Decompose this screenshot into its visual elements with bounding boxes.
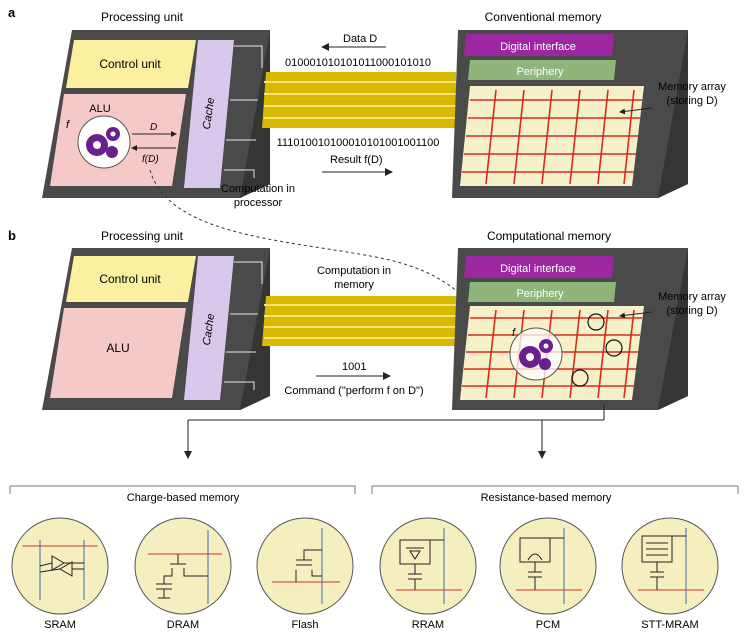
device-sram-label: SRAM xyxy=(44,619,76,631)
function-f-label-b: f xyxy=(512,327,516,339)
processing-unit-chip: Control unit ALU f Cache D f(D) xyxy=(42,30,270,198)
device-flash-label: Flash xyxy=(292,619,319,631)
highlighted-cell-3 xyxy=(571,369,589,387)
periphery-block-b xyxy=(468,282,616,302)
processing-unit-title-b: Processing unit xyxy=(101,229,184,243)
cache-block-b xyxy=(184,256,234,400)
computation-processor-line2: processor xyxy=(234,197,283,209)
processing-unit-title: Processing unit xyxy=(101,10,184,24)
sram-circuit-icon xyxy=(22,540,98,600)
memory-title-b: Computational memory xyxy=(487,229,611,243)
command-bits: 1001 xyxy=(342,361,366,373)
rram-circuit-icon xyxy=(396,528,462,604)
alu-label-b: ALU xyxy=(106,341,129,355)
memory-array-label-line2: (storing D) xyxy=(666,95,717,107)
control-unit-block xyxy=(66,40,196,88)
device-stt-mram-label: STT-MRAM xyxy=(641,619,698,631)
device-rram: RRAM xyxy=(379,517,477,631)
command-label: Command ("perform f on D") xyxy=(284,385,423,397)
device-stt-mram: STT-MRAM xyxy=(621,517,719,631)
digital-interface-block-b xyxy=(464,256,614,278)
panel-b: b Processing unit Computational memory C… xyxy=(8,228,726,410)
cache-label: Cache xyxy=(201,97,217,130)
memory-array-grid xyxy=(462,89,642,185)
control-unit-label: Control unit xyxy=(99,57,161,71)
result-label: Result f(D) xyxy=(330,154,383,166)
result-bits: 111010010100010101001001100 xyxy=(277,137,440,149)
function-f-label: f xyxy=(66,119,70,131)
highlighted-cell-2 xyxy=(605,339,623,357)
data-bus xyxy=(262,72,456,128)
gears-icon-b xyxy=(519,339,553,370)
resistance-based-bracket: Resistance-based memory xyxy=(371,485,739,504)
pcm-circuit-icon xyxy=(516,528,582,604)
panel-a: a Processing unit Conventional memory Co… xyxy=(8,5,726,209)
processing-unit-chip-b: Control unit ALU Cache xyxy=(42,248,270,410)
data-bits: 010001010101011000101010 xyxy=(285,57,431,69)
device-pcm: PCM xyxy=(499,517,597,631)
memory-chip: Digital interface Periphery xyxy=(452,30,688,198)
device-dram: DRAM xyxy=(134,517,232,631)
alu-block-b xyxy=(50,308,186,398)
category-connectors xyxy=(184,404,605,459)
digital-interface-label-b: Digital interface xyxy=(500,263,576,275)
control-unit-block-b xyxy=(66,256,196,302)
charge-based-label: Charge-based memory xyxy=(127,492,240,504)
cache-block xyxy=(184,40,234,188)
computation-memory-line1: Computation in xyxy=(317,265,391,277)
alu-label: ALU xyxy=(89,103,110,115)
panel-a-letter: a xyxy=(8,5,16,20)
dram-circuit-icon xyxy=(148,530,222,604)
control-unit-label-b: Control unit xyxy=(99,272,161,286)
computational-memory-chip: Digital interface Periphery f xyxy=(452,248,688,410)
memory-title: Conventional memory xyxy=(485,10,602,24)
cache-label-b: Cache xyxy=(201,313,217,346)
data-bus-b xyxy=(262,296,456,346)
memory-array-label-b-line2: (storing D) xyxy=(666,305,717,317)
periphery-block xyxy=(468,60,616,80)
memory-array-label-b-line1: Memory array xyxy=(658,291,726,303)
flash-circuit-icon xyxy=(272,528,340,604)
gears-icon xyxy=(86,127,120,158)
highlighted-cell-1 xyxy=(587,313,605,331)
periphery-label: Periphery xyxy=(516,66,564,78)
computation-processor-line1: Computation in xyxy=(221,183,295,195)
resistance-based-label: Resistance-based memory xyxy=(481,492,612,504)
digital-interface-label: Digital interface xyxy=(500,41,576,53)
device-sram: SRAM xyxy=(11,517,109,631)
device-flash: Flash xyxy=(256,517,354,631)
panel-b-letter: b xyxy=(8,228,16,243)
data-label: Data D xyxy=(343,33,377,45)
charge-based-bracket: Charge-based memory xyxy=(9,485,356,504)
memory-array-label-line1: Memory array xyxy=(658,81,726,93)
device-dram-label: DRAM xyxy=(167,619,199,631)
fd-label: f(D) xyxy=(142,154,159,165)
device-rram-label: RRAM xyxy=(412,619,444,631)
digital-interface-block xyxy=(464,34,614,56)
device-pcm-label: PCM xyxy=(536,619,560,631)
d-label: D xyxy=(150,122,157,133)
periphery-label-b: Periphery xyxy=(516,288,564,300)
stt-mram-circuit-icon xyxy=(638,528,704,604)
computation-memory-line2: memory xyxy=(334,279,374,291)
